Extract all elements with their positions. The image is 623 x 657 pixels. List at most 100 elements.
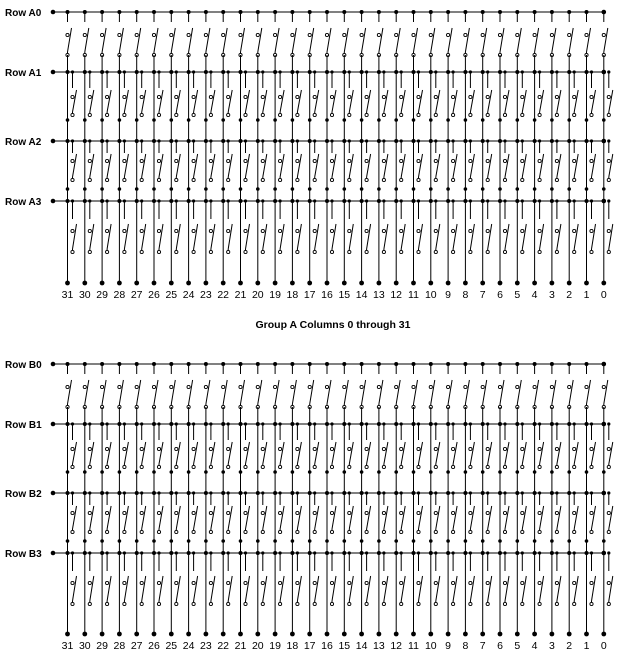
row-terminal	[50, 361, 56, 367]
switch-blade	[106, 223, 112, 250]
switch-blade	[296, 89, 302, 113]
row3-tap	[70, 199, 75, 203]
row3-tap	[122, 199, 126, 203]
row1-tap	[140, 70, 144, 74]
switch-blade	[383, 441, 389, 465]
switch-row0-col2	[567, 27, 574, 58]
column-label: 30	[79, 289, 91, 301]
row2-tap	[486, 491, 490, 495]
switch-blade	[504, 223, 510, 250]
column-label: 29	[96, 640, 108, 652]
row2-low-node	[411, 539, 416, 543]
switch-blade	[205, 379, 211, 405]
switch-row0-col5	[515, 27, 522, 58]
row1-tap	[70, 422, 75, 426]
switch-blade	[274, 379, 280, 405]
col-terminal	[307, 280, 313, 286]
col-terminal	[168, 631, 174, 637]
switch-blade	[568, 27, 574, 53]
switch-row3-col5	[520, 223, 527, 255]
switch-blade	[309, 379, 315, 405]
row2-low-node	[498, 539, 502, 543]
row1-tap	[434, 422, 438, 426]
switch-row2-col2	[572, 505, 579, 535]
switch-row1-col8	[468, 89, 475, 118]
col-terminal	[341, 631, 347, 637]
switch-blade	[418, 505, 423, 530]
switch-blade	[504, 441, 510, 465]
switch-blade	[487, 441, 493, 465]
row0-node	[117, 10, 122, 14]
switch-blade	[395, 27, 401, 53]
row3-tap	[468, 551, 472, 555]
switch-blade	[314, 153, 320, 178]
switch-row2-col24	[191, 153, 199, 183]
switch-blade	[101, 379, 107, 405]
switch-blade	[158, 505, 164, 530]
row2-tap	[416, 139, 421, 143]
switch-blade	[418, 441, 423, 465]
row0-node	[65, 362, 70, 366]
switch-blade	[106, 441, 112, 465]
switch-blade	[556, 153, 562, 178]
row1-tap	[330, 70, 334, 74]
col-terminal	[82, 280, 88, 286]
switch-blade	[89, 575, 95, 602]
switch-row0-col25	[169, 379, 176, 410]
switch-blade	[521, 505, 527, 530]
column-label: 24	[183, 640, 195, 652]
row2-tap	[261, 139, 265, 143]
switch-row3-col11	[416, 575, 423, 607]
row2-low-node	[532, 539, 537, 543]
row1-tap	[382, 70, 386, 74]
switch-row0-col24	[186, 379, 194, 410]
switch-row2-col14	[364, 153, 372, 183]
row-label-a1: Row A1	[5, 68, 42, 79]
switch-blade	[447, 379, 453, 405]
row2-tap	[434, 491, 438, 495]
switch-row1-col17	[312, 89, 320, 118]
switch-row2-col30	[87, 505, 95, 535]
row3-tap	[503, 551, 507, 555]
row2-low-node	[567, 539, 571, 543]
switch-row2-col30	[87, 153, 95, 183]
switch-blade	[378, 27, 384, 53]
switch-blade	[452, 153, 458, 178]
switch-blade	[452, 505, 458, 530]
switch-blade	[435, 153, 441, 178]
col-terminal	[601, 280, 607, 286]
row3-tap	[572, 551, 576, 555]
switch-row2-col16	[329, 153, 337, 183]
row1-tap	[226, 70, 230, 74]
row3-tap	[295, 199, 299, 203]
switch-blade	[573, 223, 579, 250]
switch-blade	[591, 89, 596, 113]
switch-blade	[257, 379, 263, 405]
row0-node	[290, 10, 295, 14]
switch-row2-col19	[278, 153, 285, 183]
row2-tap	[313, 491, 317, 495]
switch-row3-col26	[156, 575, 164, 607]
switch-row2-col17	[312, 153, 320, 183]
row0-node	[290, 362, 295, 366]
row3-tap	[105, 199, 109, 203]
row1-tap	[88, 70, 92, 74]
switch-blade	[383, 575, 389, 602]
switch-row3-col21	[243, 575, 250, 607]
switch-row2-col3	[554, 505, 562, 535]
switch-row0-col0	[601, 27, 609, 58]
column-label: 2	[566, 289, 572, 301]
switch-blade	[72, 89, 77, 113]
row3-tap	[416, 551, 421, 555]
switch-blade	[72, 505, 77, 530]
switch-blade	[487, 223, 493, 250]
switch-blade	[331, 223, 337, 250]
row1-tap	[140, 422, 144, 426]
switch-row1-col2	[572, 89, 579, 118]
switch-blade	[418, 89, 423, 113]
switch-row1-col4	[537, 89, 545, 118]
row2-tap	[451, 491, 455, 495]
switch-blade	[361, 379, 367, 405]
switch-blade	[153, 27, 159, 53]
